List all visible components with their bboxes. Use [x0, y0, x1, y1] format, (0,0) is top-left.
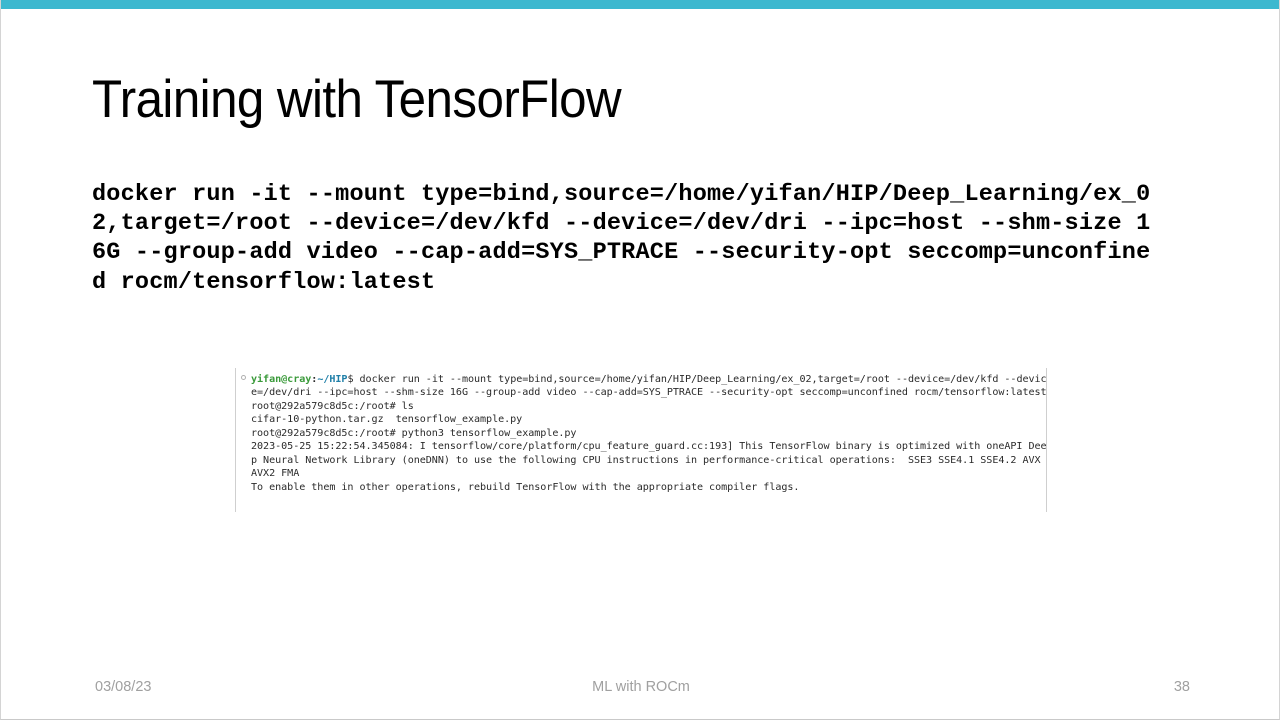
terminal-line: To enable them in other operations, rebu…: [251, 481, 800, 493]
terminal-command-line: docker run -it --mount type=bind,source=…: [251, 374, 1047, 399]
terminal-prompt-symbol: $: [347, 374, 360, 385]
terminal-output: yifan@cray:~/HIP$ docker run -it --mount…: [251, 373, 1051, 494]
footer-date: 03/08/23: [95, 679, 152, 695]
page-title: Training with TensorFlow: [92, 70, 622, 129]
terminal-user-host: yifan@cray: [251, 374, 312, 385]
prompt-bullet-icon: [241, 375, 246, 380]
footer-page-number: 38: [1173, 679, 1190, 695]
terminal-prompt-line: yifan@cray:~/HIP$ docker run -it --mount…: [251, 373, 1051, 400]
terminal-line: root@292a579c8d5c:/root# ls: [251, 400, 414, 412]
terminal-line: 2023-05-25 15:22:54.345084: I tensorflow…: [251, 441, 1047, 480]
terminal-line: root@292a579c8d5c:/root# python3 tensorf…: [251, 427, 577, 439]
top-accent-bar: [1, 0, 1279, 9]
terminal-screenshot: yifan@cray:~/HIP$ docker run -it --mount…: [235, 368, 1047, 512]
docker-command-text: docker run -it --mount type=bind,source=…: [92, 181, 1151, 296]
footer-title: ML with ROCm: [592, 679, 690, 695]
terminal-prompt-path: ~/HIP: [317, 374, 348, 385]
terminal-line: cifar-10-python.tar.gz tensorflow_exampl…: [251, 414, 523, 426]
terminal-prompt-separator: :: [311, 374, 318, 385]
